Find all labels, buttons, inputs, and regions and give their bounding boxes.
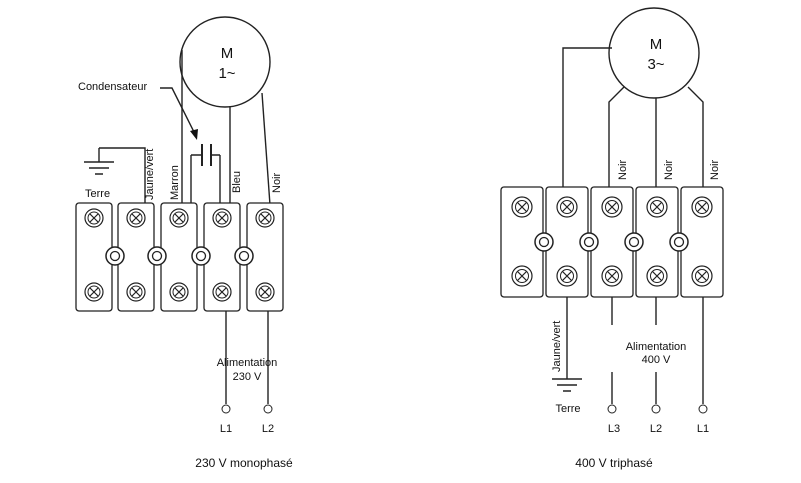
ground-label: Terre [555, 403, 580, 415]
diagram-caption-three-phase: 400 V triphasé [575, 456, 653, 470]
three-phase-motor [608, 7, 700, 99]
motor-phase-count: 3~ [647, 56, 664, 73]
supply-terminal-l2 [651, 404, 661, 414]
wire-label-jaune-vert-earth: Jaune/vert [551, 321, 563, 372]
screw-terminal [646, 265, 668, 287]
supply-terminal-l3 [607, 404, 617, 414]
motor-lead-noir-1 [608, 86, 625, 187]
motor-lead-noir [261, 92, 271, 206]
bridge-link [234, 246, 254, 266]
phase-label-l3: L3 [608, 423, 620, 435]
screw-terminal [556, 196, 578, 218]
screw-terminal [691, 265, 713, 287]
wire-label-bleu: Bleu [231, 171, 243, 193]
wire-label-marron: Marron [169, 165, 181, 200]
motor-phase-count: 1~ [218, 65, 235, 82]
bridge-link [534, 232, 554, 252]
screw-terminal [212, 208, 232, 228]
screw-terminal [601, 265, 623, 287]
terminal-strip-left [75, 202, 284, 312]
wire-label-noir-3: Noir [709, 159, 721, 180]
supply-label: Alimentation [626, 341, 687, 353]
screw-terminal [556, 265, 578, 287]
bridge-link [579, 232, 599, 252]
screw-terminal [255, 208, 275, 228]
three-phase-diagram: M 3~ Noir Noir Noir Jaune/vert Terre [500, 7, 724, 470]
screw-terminal [126, 208, 146, 228]
wire-label-jaune-vert: Jaune/vert [144, 149, 156, 200]
supply-voltage: 230 V [233, 371, 262, 383]
ground-symbol [84, 147, 146, 205]
supply-terminal-l1 [221, 404, 231, 414]
screw-terminal [691, 196, 713, 218]
motor-symbol: M [221, 45, 234, 62]
supply-label: Alimentation [217, 357, 278, 369]
supply-terminal-l1 [698, 404, 708, 414]
ground-label: Terre [85, 188, 110, 200]
screw-terminal [169, 282, 189, 302]
phase-label-l2: L2 [650, 423, 662, 435]
motor-lead-noir-3 [687, 86, 704, 187]
supply-terminal-l2 [263, 404, 273, 414]
single-phase-diagram: M 1~ Condensateur Terre Jaune/vert Marro… [75, 16, 293, 470]
motor-symbol: M [650, 36, 663, 53]
supply-voltage: 400 V [642, 354, 671, 366]
phase-label-l1: L1 [220, 423, 232, 435]
single-phase-motor [179, 16, 271, 108]
wire-label-noir-1: Noir [617, 159, 629, 180]
screw-terminal [212, 282, 232, 302]
phase-label-l1: L1 [697, 423, 709, 435]
capacitor [190, 144, 221, 205]
arrow-head [190, 129, 198, 140]
screw-terminal [255, 282, 275, 302]
wire-label-noir-2: Noir [663, 159, 675, 180]
bridge-link [147, 246, 167, 266]
screw-terminal [169, 208, 189, 228]
capacitor-label: Condensateur [78, 81, 147, 93]
screw-terminal [84, 208, 104, 228]
screw-terminal [511, 196, 533, 218]
bridge-link [669, 232, 689, 252]
screw-terminal [646, 196, 668, 218]
terminal-strip-right [500, 186, 724, 298]
diagram-caption-single-phase: 230 V monophasé [195, 456, 293, 470]
bridge-link [191, 246, 211, 266]
wire-label-noir: Noir [271, 172, 283, 193]
bridge-link [105, 246, 125, 266]
bridge-link [624, 232, 644, 252]
screw-terminal [511, 265, 533, 287]
capacitor-pointer [160, 87, 196, 135]
screw-terminal [84, 282, 104, 302]
phase-label-l2: L2 [262, 423, 274, 435]
screw-terminal [601, 196, 623, 218]
ground-symbol [552, 378, 582, 392]
screw-terminal [126, 282, 146, 302]
motor-lead-earth [562, 47, 612, 187]
